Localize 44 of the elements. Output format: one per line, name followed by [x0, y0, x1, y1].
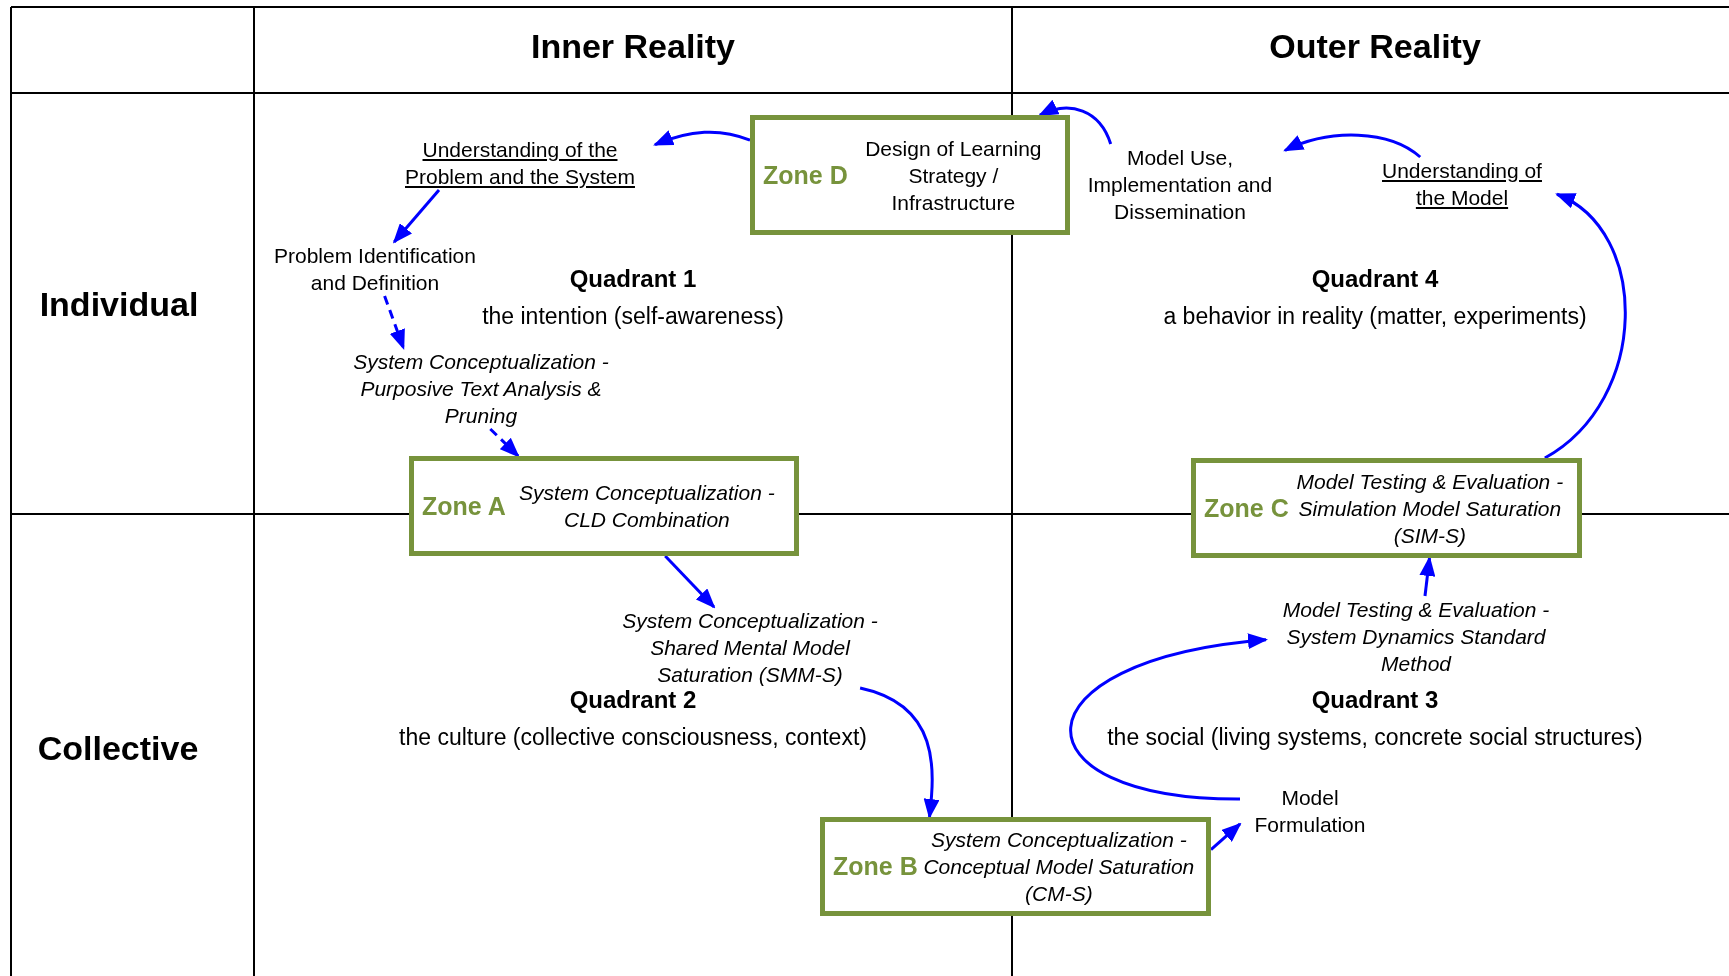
step-text: System Conceptualization - Shared Mental Model Saturation (SMM-S) — [600, 607, 900, 688]
arrow — [1419, 556, 1436, 597]
step-text: Model Testing & Evaluation - System Dynamics Standard Method — [1266, 596, 1566, 677]
row-header: Individual — [39, 284, 199, 324]
quadrant-title: Quadrant 4 — [1311, 265, 1439, 293]
quadrant-description: a behavior in reality (matter, experiments) — [1163, 302, 1587, 330]
arrow — [1069, 634, 1268, 801]
zone-box — [820, 817, 1211, 916]
quadrant-title: Quadrant 3 — [1311, 686, 1439, 714]
step-text: Design of Learning Strategy / Infrastructure — [864, 135, 1043, 216]
step-text: Model Use, Implementation and Dissemination — [1075, 144, 1285, 225]
step-text: Model Formulation — [1240, 784, 1380, 838]
row-header: Collective — [37, 728, 199, 768]
arrow — [1544, 192, 1627, 460]
zone-box — [409, 456, 799, 556]
zone-label: Zone C — [1204, 493, 1289, 523]
quadrant-title: Quadrant 1 — [569, 265, 697, 293]
column-header: Inner Reality — [530, 26, 736, 66]
zone-box — [1191, 458, 1582, 558]
step-text: System Conceptualization - Conceptual Model Saturation (CM-S) — [922, 827, 1196, 907]
step-text: Model Testing & Evaluation - Simulation Model Saturation (SIM-S) — [1295, 468, 1565, 549]
arrow — [1038, 100, 1113, 145]
arrow — [489, 427, 520, 458]
arrow — [392, 189, 441, 244]
arrow — [1283, 133, 1422, 159]
zone-label: Zone D — [763, 160, 848, 190]
quadrant-description: the culture (collective consciousness, context) — [399, 723, 867, 751]
arrow — [383, 295, 405, 350]
arrow — [1210, 822, 1242, 851]
quadrant-title: Quadrant 2 — [569, 686, 697, 714]
step-text: System Conceptualization - Purposive Text Analysis & Pruning — [326, 348, 636, 429]
column-header: Outer Reality — [1269, 26, 1481, 66]
underlined-step-text: Understanding of the Problem and the System — [385, 136, 655, 190]
zone-box — [750, 115, 1070, 235]
quadrant-description: the social (living systems, concrete social structures) — [1107, 723, 1643, 751]
zone-label: Zone A — [422, 491, 506, 521]
arrow — [664, 554, 716, 609]
quadrant-description: the intention (self-awareness) — [482, 302, 784, 330]
underlined-step-text: Understanding of the Model — [1367, 157, 1557, 211]
step-text: System Conceptualization - CLD Combination — [518, 480, 776, 533]
step-text: Problem Identification and Definition — [255, 242, 495, 296]
arrow — [859, 686, 940, 819]
zone-label: Zone B — [833, 852, 918, 881]
arrow — [653, 130, 751, 147]
